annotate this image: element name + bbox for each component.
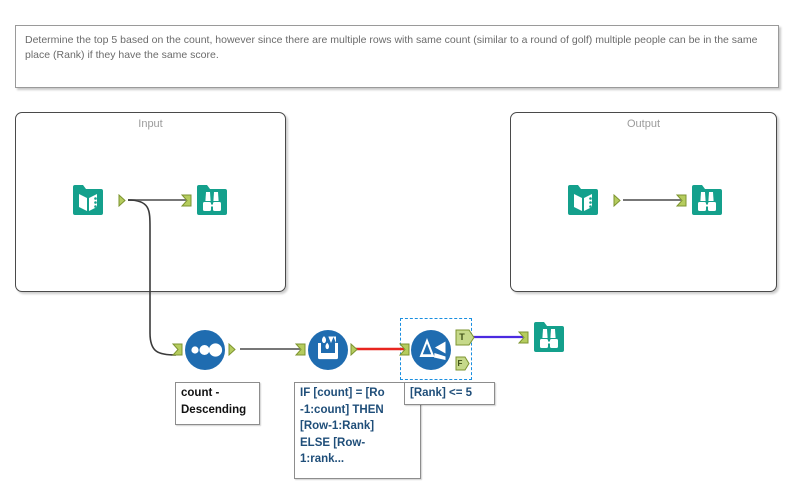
anchor-arrow-icon — [518, 331, 529, 344]
multi-row-formula-tool[interactable] — [307, 329, 348, 370]
browse-input-anchor-output-container[interactable] — [676, 194, 687, 207]
input-container-title: Input — [138, 118, 163, 130]
browse-icon — [534, 322, 564, 352]
text-input-tool-output-container[interactable] — [563, 180, 603, 220]
multi-row-formula-input-anchor[interactable] — [295, 343, 306, 356]
filter-tool[interactable] — [410, 329, 451, 370]
anchor-arrow-icon — [228, 343, 236, 356]
sort-output-anchor[interactable] — [228, 343, 237, 356]
anchor-arrow-icon — [613, 194, 621, 207]
text-input-icon — [73, 185, 103, 215]
anchor-badge-icon — [455, 356, 470, 371]
text-input-icon — [568, 185, 598, 215]
output-container-title: Output — [626, 118, 661, 130]
multi-row-formula-output-anchor[interactable] — [350, 343, 359, 356]
filter-false-label: F — [457, 358, 463, 368]
workflow-comment-box[interactable]: Determine the top 5 based on the count, … — [15, 25, 779, 88]
anchor-arrow-icon — [172, 343, 183, 356]
workflow-comment-text: Determine the top 5 based on the count, … — [25, 34, 761, 61]
browse-tool-input-container[interactable] — [192, 180, 232, 220]
multi-row-formula-annotation-label[interactable]: IF [count] = [Ro -1:count] THEN [Row-1:R… — [294, 382, 421, 479]
anchor-arrow-icon — [181, 194, 192, 207]
browse-icon — [197, 185, 227, 215]
filter-false-output-anchor[interactable]: F — [455, 356, 470, 371]
sort-tool[interactable] — [184, 329, 225, 370]
anchor-arrow-icon — [676, 194, 687, 207]
browse-icon — [692, 185, 722, 215]
multi-row-formula-icon — [308, 330, 348, 370]
output-container[interactable]: Output — [510, 112, 777, 292]
filter-input-anchor[interactable] — [399, 343, 410, 356]
anchor-arrow-icon — [350, 343, 358, 356]
result-browse-input-anchor[interactable] — [518, 331, 529, 344]
sort-annotation-label[interactable]: count - Descending — [175, 382, 260, 425]
anchor-arrow-icon — [118, 194, 126, 207]
anchor-arrow-icon — [295, 343, 306, 356]
filter-annotation-label[interactable]: [Rank] <= 5 — [404, 382, 495, 405]
text-input-output-anchor-input-container[interactable] — [118, 194, 127, 207]
anchor-arrow-icon — [399, 343, 410, 356]
text-input-tool-input-container[interactable] — [68, 180, 108, 220]
browse-input-anchor-input-container[interactable] — [181, 194, 192, 207]
filter-true-label: T — [459, 332, 465, 342]
browse-tool-output-container[interactable] — [687, 180, 727, 220]
sort-input-anchor[interactable] — [172, 343, 183, 356]
filter-icon — [411, 330, 451, 370]
input-container[interactable]: Input — [15, 112, 286, 292]
result-browse-tool[interactable] — [529, 317, 569, 357]
sort-icon — [185, 330, 225, 370]
text-input-output-anchor-output-container[interactable] — [613, 194, 622, 207]
anchor-badge-icon — [455, 329, 475, 346]
filter-true-output-anchor[interactable]: T — [455, 329, 475, 346]
